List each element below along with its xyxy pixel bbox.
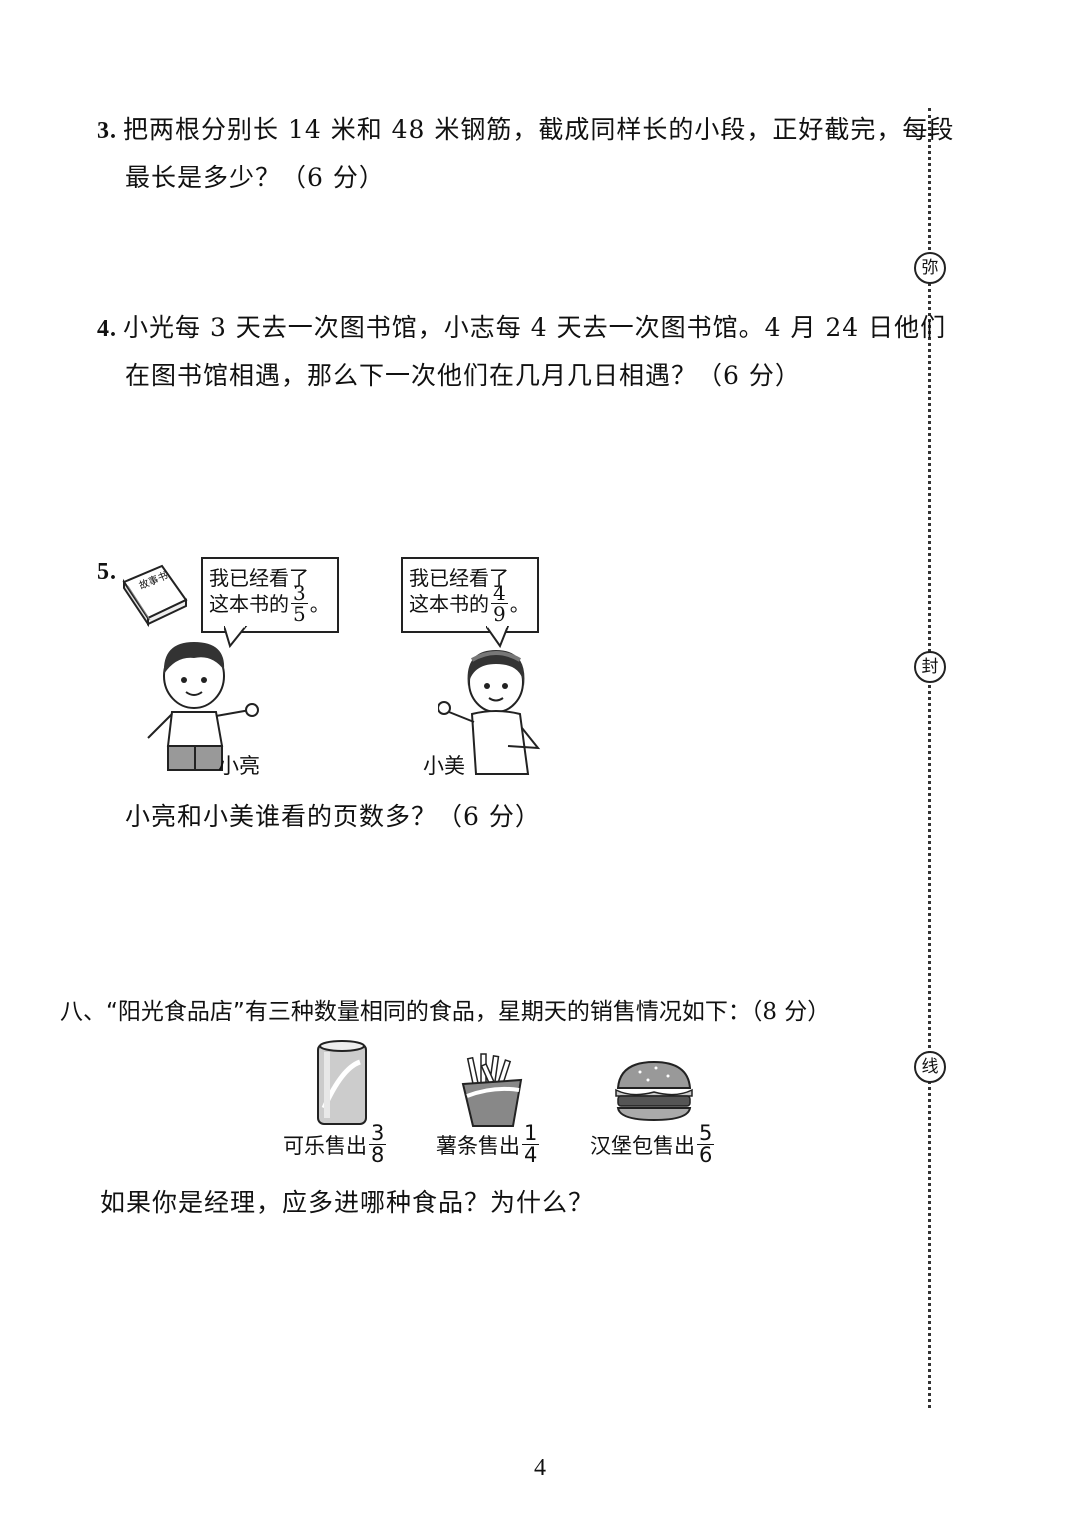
question-text-line2: 在图书馆相遇，那么下一次他们在几月几日相遇？（6 分）: [125, 361, 801, 390]
storybook-illustration: [122, 564, 188, 628]
girl-illustration: [438, 650, 541, 775]
section-8-title: 八、“阳光食品店”有三种数量相同的食品，星期天的销售情况如下：（8 分）: [60, 992, 830, 1026]
margin-char-feng: 封: [914, 651, 946, 683]
margin-char-mi: 弥: [914, 252, 946, 284]
question-5-text: 小亮和小美谁看的页数多？（6 分）: [125, 802, 541, 831]
bubble-tail: [224, 626, 248, 648]
burger-icon: [615, 1060, 693, 1122]
question-text-line1: 把两根分别长 14 米和 48 米钢筋，截成同样长的小段，正好截完，每段: [123, 115, 955, 144]
section-8-question: 如果你是经理，应多进哪种食品？为什么？: [100, 1188, 595, 1217]
bubble-line2: 这本书的: [209, 591, 289, 616]
section-points: （8 分）: [750, 999, 831, 1025]
section-title-text: 八、“阳光食品店”有三种数量相同的食品，星期天的销售情况如下：: [60, 999, 751, 1025]
question-text-line1: 小光每 3 天去一次图书馆，小志每 4 天去一次图书馆。4 月 24 日他们: [123, 313, 947, 342]
cola-can-icon: [317, 1040, 367, 1125]
fries-icon: [461, 1053, 523, 1127]
bubble-line1: 我已经看了: [409, 566, 509, 590]
question-number: 4.: [97, 316, 117, 342]
binding-line: [928, 108, 931, 1408]
bubble-line1: 我已经看了: [209, 566, 309, 590]
question-text-line2: 最长是多少？（6 分）: [125, 163, 385, 192]
page-number: 4: [534, 1455, 546, 1481]
boy-name-label: 小亮: [218, 754, 260, 778]
boy-illustration: [147, 642, 259, 771]
bubble-tail: [486, 626, 510, 648]
margin-char-xian: 线: [914, 1051, 946, 1083]
girl-name-label: 小美: [423, 754, 465, 778]
question-5-number: 5.: [97, 559, 117, 585]
question-number: 3.: [97, 118, 117, 144]
bubble-line2: 这本书的: [409, 591, 489, 616]
